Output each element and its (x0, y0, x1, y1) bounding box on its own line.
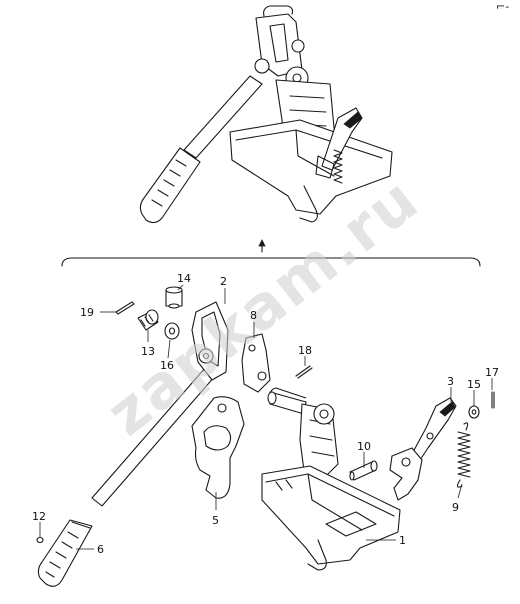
callout-6: 6 (97, 543, 104, 556)
assembled-base-hook (299, 185, 318, 223)
part-19-pin (115, 301, 133, 313)
part-2-plate-slot (201, 311, 221, 367)
assembly-arrow-head (258, 239, 266, 247)
assembled-grip-collar (185, 151, 197, 159)
part-9-spring (457, 431, 471, 478)
part-12-screw (36, 536, 44, 544)
part-1-base-assembly (261, 387, 401, 571)
part-3-catch (389, 447, 423, 501)
assembled-view (139, 5, 393, 224)
assembled-latch-shading (343, 111, 363, 129)
callouts: 1 2 3 5 6 8 9 10 12 13 14 15 16 (32, 272, 499, 556)
part-1-base-slot (325, 511, 377, 537)
assembled-plate-slot (269, 23, 289, 63)
callout-17: 17 (485, 366, 499, 379)
callout-5: 5 (212, 514, 219, 527)
assembled-pin-top (291, 39, 305, 53)
callout-3: 3 (447, 375, 454, 388)
part-9-spring-hook-top (463, 422, 469, 431)
callout-13: 13 (141, 345, 155, 358)
part-5-hook-slot (203, 425, 232, 451)
assembled-handle-grip (139, 147, 201, 224)
assembled-hook-ribs (289, 95, 327, 141)
assembly-bracket (61, 257, 481, 267)
callout-9: 9 (452, 501, 459, 514)
callout-14: 14 (177, 272, 191, 285)
assembled-spring (333, 149, 343, 184)
callout-19: 19 (80, 306, 94, 319)
callout-12: 12 (32, 510, 46, 523)
corner-mark: ⌐- (496, 0, 509, 13)
callout-8: 8 (250, 309, 257, 322)
callout-15: 15 (467, 378, 481, 391)
part-5-hook (191, 396, 245, 499)
part-6-handle-grip (37, 519, 93, 587)
callout-2: 2 (220, 275, 227, 288)
callout-16: 16 (160, 359, 174, 372)
assembled-base-edges (235, 129, 383, 177)
assembled-catch (315, 155, 335, 179)
callout-10: 10 (357, 440, 371, 453)
exploded-view (36, 286, 495, 587)
assembled-lever-pivot (254, 58, 270, 74)
assembled-grip-ridges (151, 159, 187, 207)
part-18-pin (295, 365, 313, 379)
part-1-base-plate (261, 465, 401, 565)
callout-18: 18 (298, 344, 312, 357)
assembled-plate-top (263, 5, 294, 17)
part-17-pin (491, 391, 495, 409)
part-9-spring-hook-bottom (456, 479, 463, 488)
callout-1: 1 (399, 534, 406, 547)
